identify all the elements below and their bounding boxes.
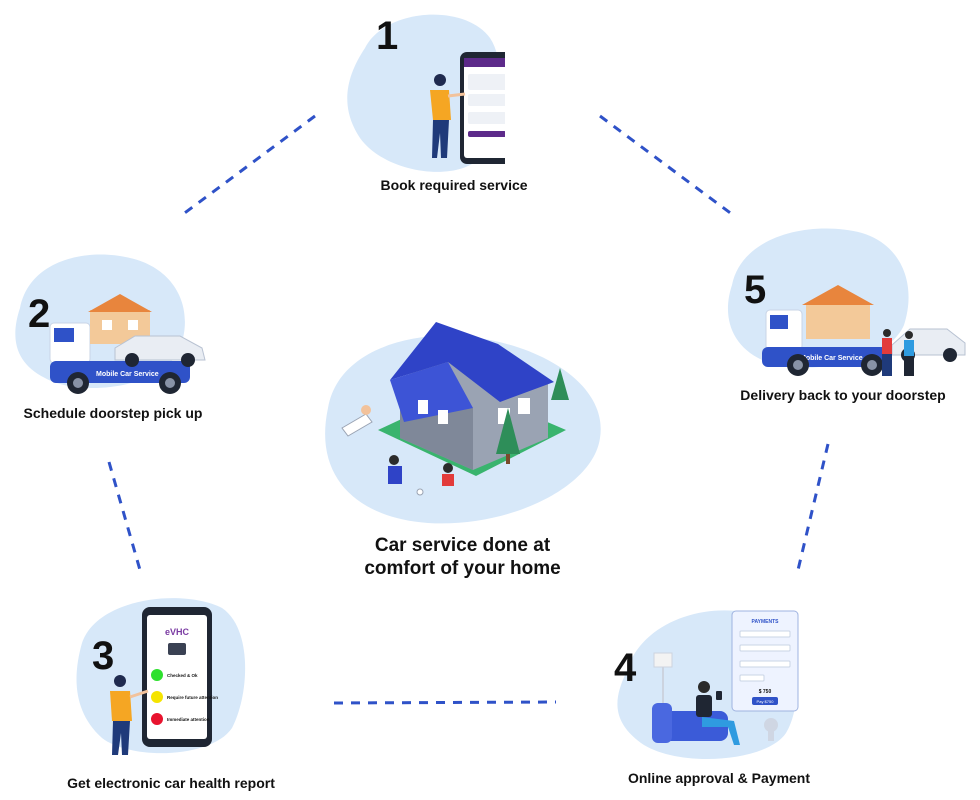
connector-1-5 [599,114,734,217]
status-red-icon [151,713,163,725]
man-with-phone-figure [696,681,740,745]
center-house-illustration [325,322,601,524]
car-icon [114,335,206,367]
plant-icon [764,718,778,741]
smartphone-icon [460,52,505,164]
step3-number: 3 [92,634,115,678]
woman-figure [430,74,466,158]
evhc-item-3: Immediate attention [167,717,210,722]
roof [390,322,554,402]
tow-truck-icon: Mobile Car Service [49,322,190,394]
status-green-icon [151,669,163,681]
payment-header: PAYMENTS [752,619,780,625]
people-handover-icon [882,329,914,376]
engine-icon [168,643,186,655]
step2-number: 2 [28,292,51,336]
step4-illustration: PAYMENTS $ 750 Pay $750 [617,610,799,760]
truck-text-5: Mobile Car Service [800,355,863,362]
connector-5-4 [796,443,830,571]
step5-label: Delivery back to your doorstep [740,387,946,403]
evhc-title: eVHC [165,627,190,637]
payment-form-icon: PAYMENTS $ 750 Pay $750 [731,610,799,712]
center-title: Car service done at comfort of your home [330,534,595,580]
center-title-line1: Car service done at [374,535,551,556]
connector-2-3 [107,461,142,571]
step4-label: Online approval & Payment [627,770,811,786]
payment-button: Pay $750 [757,699,775,704]
evhc-item-1: Checked & Ok [167,673,198,678]
status-yellow-icon [151,691,163,703]
smartphone-icon: eVHC Checked & Ok Require future attenti… [142,607,218,747]
house-boxes-icon [88,294,152,344]
tree-icon [496,368,569,464]
step5-number: 5 [744,268,767,312]
center-title-line2: comfort of your home [364,558,561,579]
step1-label: Book required service [380,177,528,193]
car-icon [891,328,966,362]
step2-label: Schedule doorstep pick up [23,405,203,421]
payment-amount: $ 750 [759,689,772,695]
connector-3-4 [333,700,557,705]
woman-figure [110,675,149,755]
step3-illustration: eVHC Checked & Ok Require future attenti… [76,598,246,755]
connector-1-2 [181,114,316,217]
evhc-item-2: Require future attention [167,695,218,700]
house-boxes-icon [802,285,874,339]
truck-text: Mobile Car Service [96,371,159,378]
step2-illustration: Mobile Car Service [15,254,206,394]
step1-number: 1 [376,14,399,58]
step3-label: Get electronic car health report [67,775,275,791]
tow-truck-icon: Mobile Car Service [762,309,892,376]
step4-number: 4 [614,646,637,690]
people-relaxing-icon [341,405,454,496]
step5-illustration: Mobile Car Service [727,228,966,376]
step1-illustration [347,14,505,172]
